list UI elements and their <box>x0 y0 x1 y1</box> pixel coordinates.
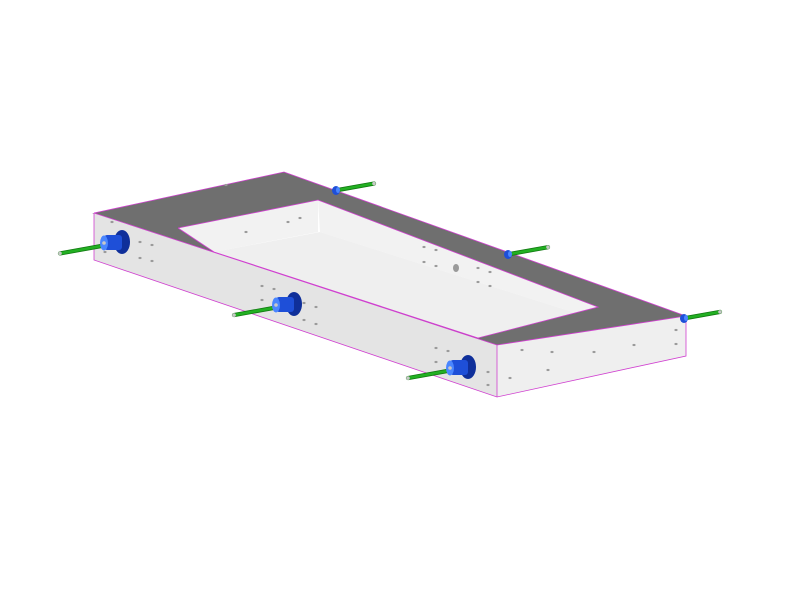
collar-bore <box>102 241 106 245</box>
mounting-hole <box>488 284 492 288</box>
mounting-hole <box>546 368 550 372</box>
rod-tip <box>372 181 376 186</box>
collar-face <box>336 187 340 193</box>
mounting-hole <box>244 230 248 234</box>
rod-tip <box>58 251 62 256</box>
center-hole <box>453 264 459 272</box>
rod <box>684 310 722 320</box>
mounting-hole <box>272 287 276 291</box>
rod-tip <box>232 313 236 317</box>
mounting-hole <box>434 264 438 268</box>
mounting-hole <box>508 376 512 380</box>
mounting-hole <box>632 343 636 347</box>
mounting-hole <box>446 349 450 353</box>
collar-body <box>276 297 294 312</box>
mounting-hole <box>592 350 596 354</box>
inner-back-wall <box>178 200 318 252</box>
collar-bore <box>448 366 452 370</box>
fitting-right-3[interactable] <box>680 309 723 323</box>
mounting-hole <box>302 318 306 322</box>
frame-edge-top-end <box>496 315 687 346</box>
collar-body <box>450 360 468 375</box>
collar-face <box>684 315 688 321</box>
fitting-right-2[interactable] <box>504 245 551 259</box>
rod <box>336 182 376 192</box>
mounting-hole <box>286 220 290 224</box>
mounting-hole <box>224 183 228 187</box>
mounting-hole <box>150 243 154 247</box>
inner-right-wall <box>318 200 598 320</box>
mounting-hole <box>674 328 678 332</box>
mounting-hole <box>314 305 318 309</box>
mounting-hole <box>260 298 264 302</box>
mounting-hole <box>434 248 438 252</box>
mounting-hole <box>302 301 306 305</box>
rod <box>508 245 550 256</box>
mounting-hole <box>110 220 114 224</box>
inner-floor-left <box>214 232 598 338</box>
rod-tip <box>406 376 410 380</box>
mounting-hole <box>486 370 490 374</box>
mounting-hole <box>486 383 490 387</box>
mounting-hole <box>674 342 678 346</box>
rod-tip <box>718 310 722 314</box>
rod-tip <box>546 245 550 249</box>
mounting-hole <box>550 350 554 354</box>
mounting-hole <box>520 348 524 352</box>
mounting-hole <box>260 284 264 288</box>
fitting-right-1[interactable] <box>332 181 377 195</box>
mounting-hole <box>298 216 302 220</box>
frame-edge-top <box>93 212 498 346</box>
frame-edge-outline <box>93 171 687 398</box>
mounting-hole <box>434 360 438 364</box>
mounting-hole <box>103 250 107 254</box>
mounting-hole <box>150 259 154 263</box>
mounting-hole <box>138 256 142 260</box>
mounting-hole <box>434 346 438 350</box>
fittings <box>57 181 723 381</box>
mounting-hole <box>476 266 480 270</box>
fitting-left-2[interactable] <box>231 292 302 318</box>
fitting-left-1[interactable] <box>57 230 130 256</box>
mounting-hole <box>476 280 480 284</box>
mounting-hole <box>138 240 142 244</box>
collar-body <box>104 235 122 250</box>
mounting-hole <box>488 270 492 274</box>
collar-face <box>508 251 512 257</box>
fitting-left-3[interactable] <box>405 355 476 381</box>
frame-end-face <box>497 316 686 397</box>
collar-bore <box>274 303 278 307</box>
mounting-hole <box>314 322 318 326</box>
mounting-hole <box>422 260 426 264</box>
frame-edge-inner <box>177 199 600 339</box>
mounting-hole <box>422 245 426 249</box>
